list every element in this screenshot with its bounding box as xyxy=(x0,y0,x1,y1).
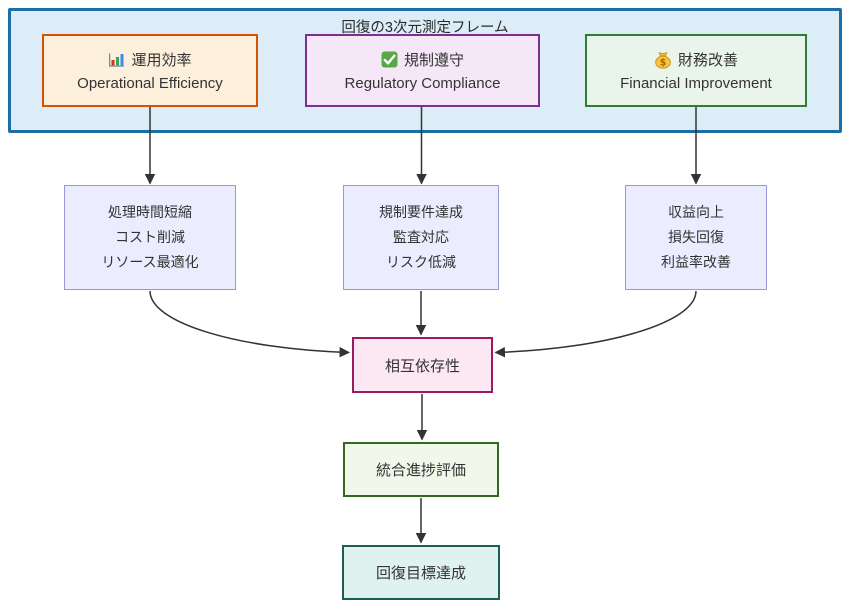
metric-line: 規制要件達成 xyxy=(379,204,463,220)
node-regulatory-compliance: 規制遵守 Regulatory Compliance xyxy=(305,34,540,107)
node-title-en: Regulatory Compliance xyxy=(344,75,501,92)
node-interdependency: 相互依存性 xyxy=(352,337,493,393)
node-regulatory-metrics: 規制要件達成 監査対応 リスク低減 xyxy=(343,185,499,290)
metric-line: コスト削減 xyxy=(115,229,185,245)
metric-line: リソース最適化 xyxy=(101,254,199,270)
node-recovery-goal-achievement: 回復目標達成 xyxy=(342,545,500,600)
arrow-metrics3-to-interdependency xyxy=(494,290,697,358)
metric-line: 利益率改善 xyxy=(661,254,731,270)
node-title-en: Financial Improvement xyxy=(620,75,772,92)
node-title-row: 規制遵守 xyxy=(381,49,464,70)
money-bag-icon: $ xyxy=(654,51,672,69)
check-mark-icon xyxy=(381,51,398,68)
svg-text:$: $ xyxy=(660,57,667,68)
metric-line: リスク低減 xyxy=(386,254,456,270)
node-title-ja: 規制遵守 xyxy=(403,52,464,69)
node-title-row: $ 財務改善 xyxy=(654,49,738,70)
metric-line: 処理時間短縮 xyxy=(108,204,192,220)
node-financial-improvement: $ 財務改善 Financial Improvement xyxy=(585,34,807,107)
node-title-ja: 運用効率 xyxy=(131,52,192,69)
node-financial-metrics: 収益向上 損失回復 利益率改善 xyxy=(625,185,767,290)
node-title-row: 運用効率 xyxy=(108,49,192,70)
metric-line: 損失回復 xyxy=(668,229,724,245)
node-title-en: Operational Efficiency xyxy=(77,75,223,92)
bar-chart-icon xyxy=(108,51,125,68)
metric-line: 収益向上 xyxy=(668,204,724,220)
arrow-metrics1-to-interdependency xyxy=(149,290,351,358)
node-operational-metrics: 処理時間短縮 コスト削減 リソース最適化 xyxy=(64,185,236,290)
frame-title: 回復の3次元測定フレーム xyxy=(341,20,509,36)
metric-line: 監査対応 xyxy=(393,229,449,245)
node-title-ja: 財務改善 xyxy=(677,52,738,69)
node-integrated-progress-evaluation: 統合進捗評価 xyxy=(343,442,499,497)
node-operational-efficiency: 運用効率 Operational Efficiency xyxy=(42,34,258,107)
